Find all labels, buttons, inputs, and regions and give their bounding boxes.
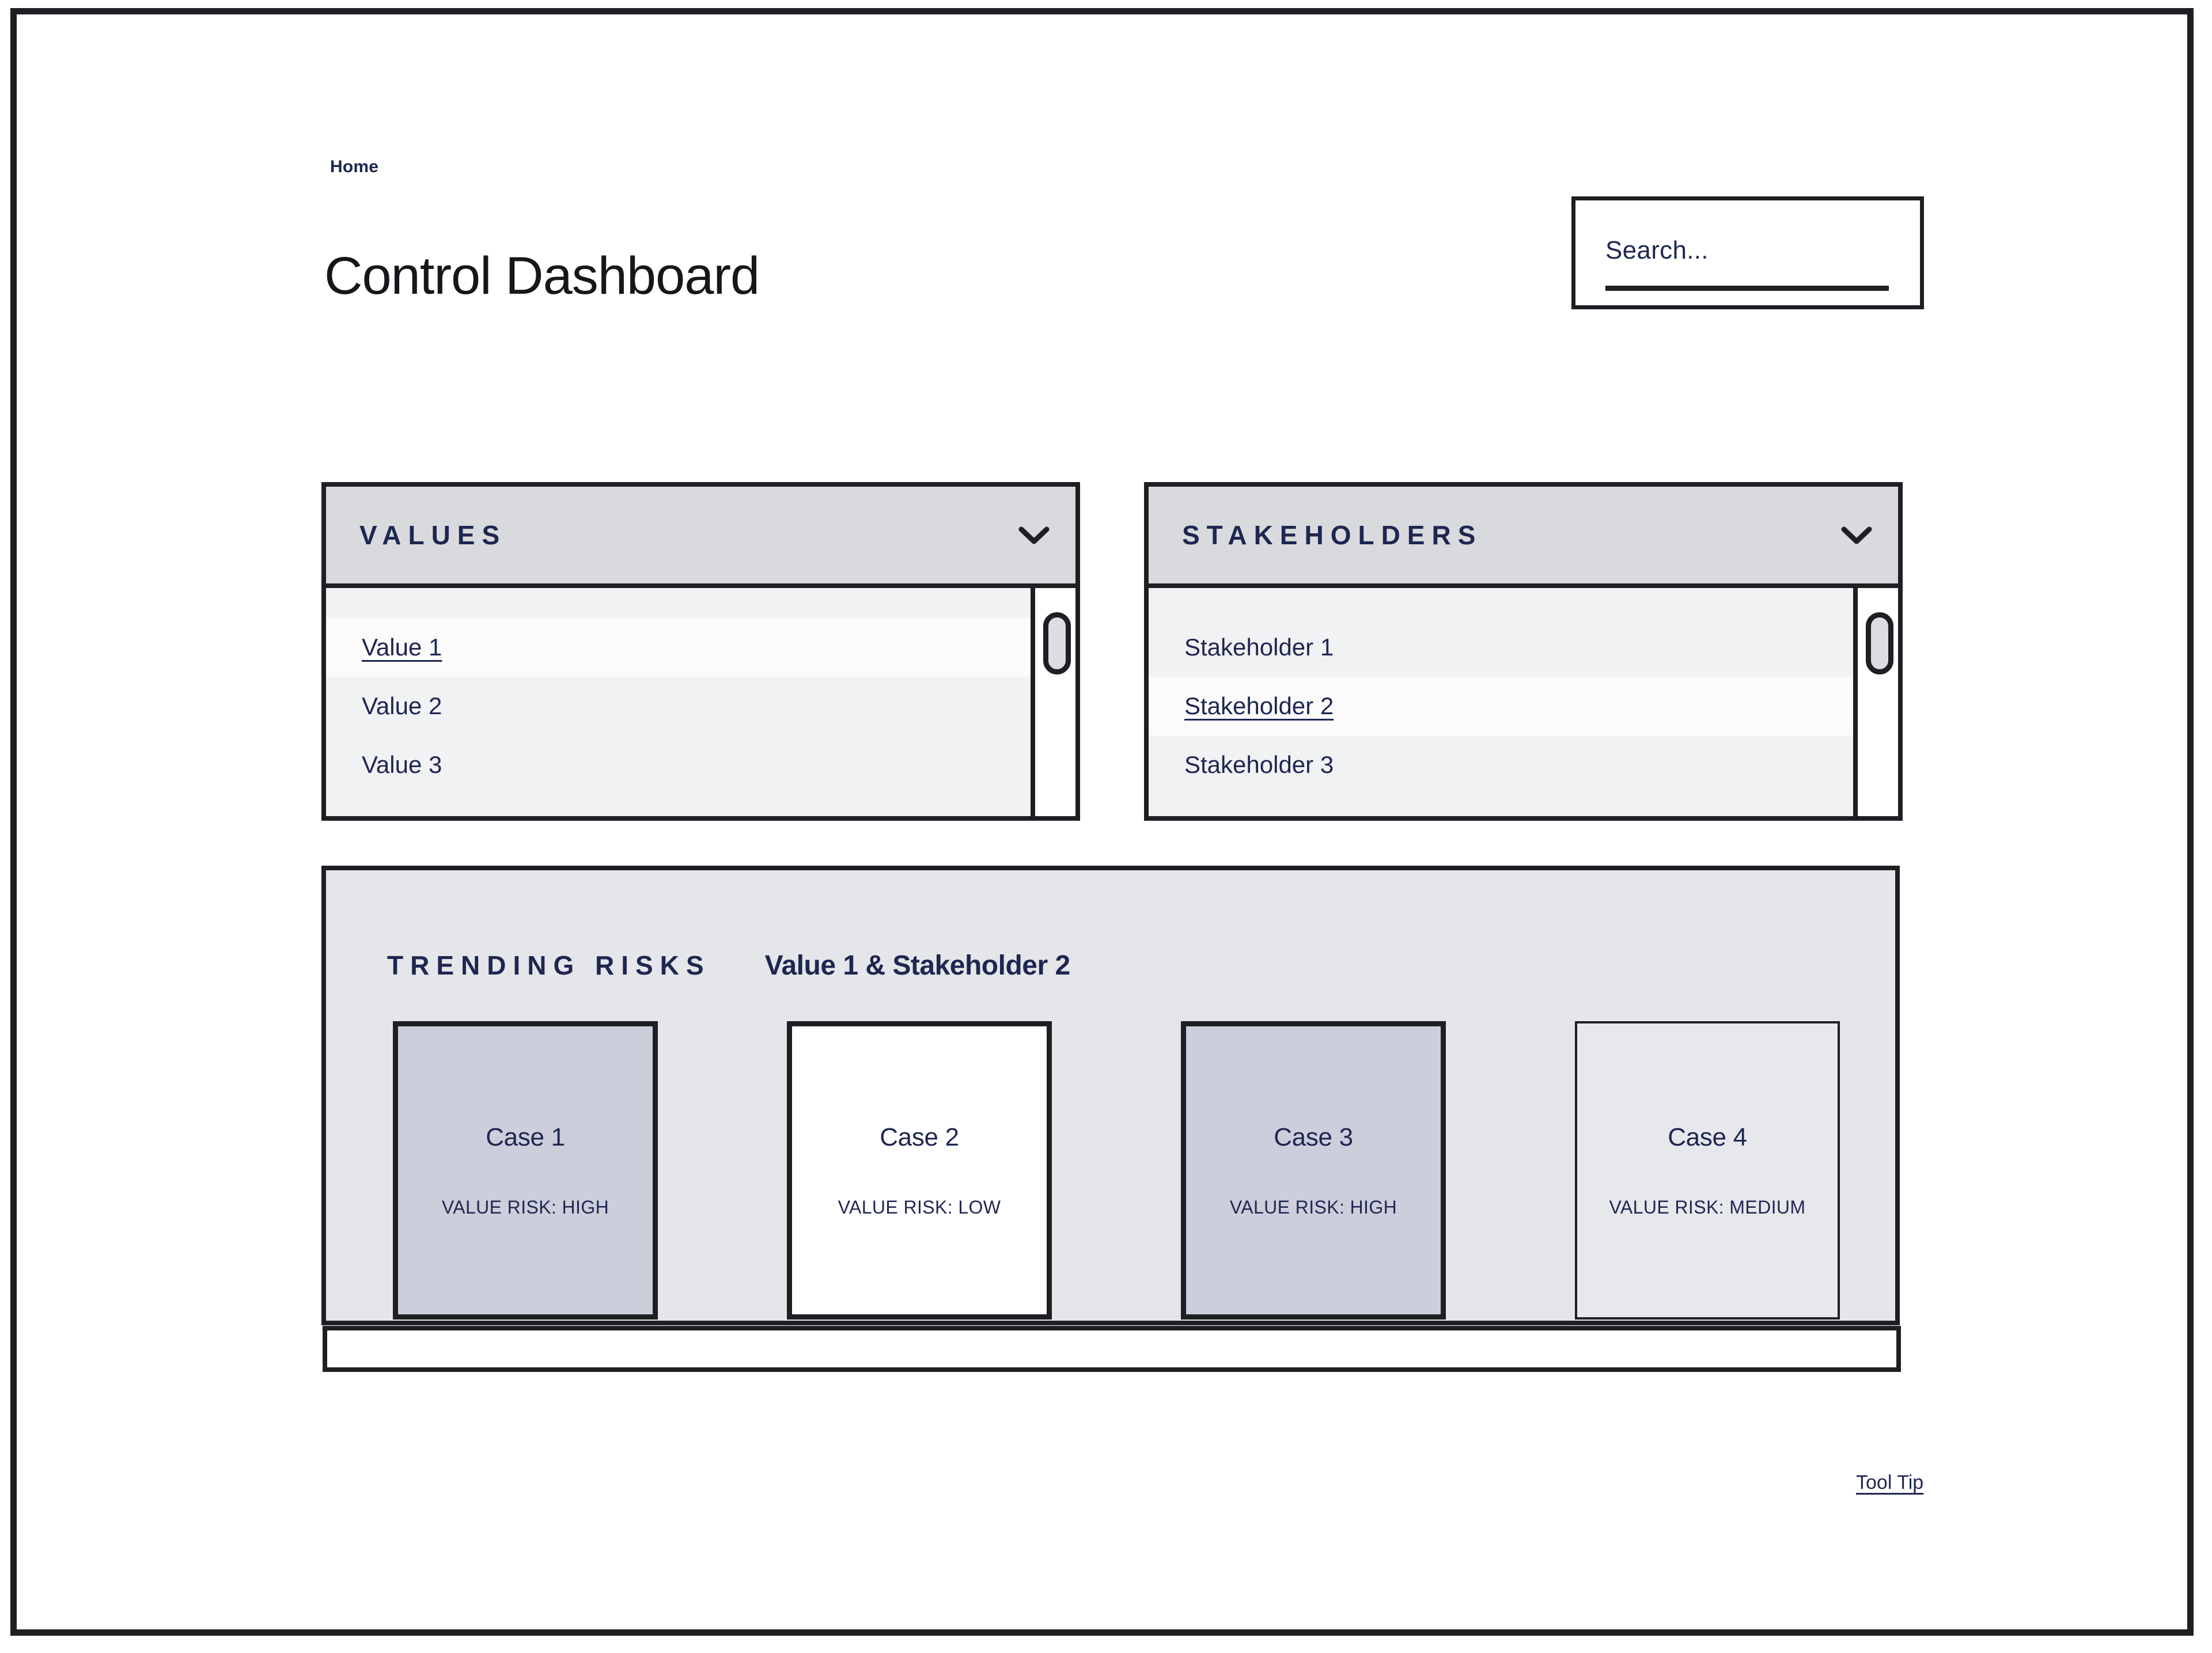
panel-stakeholders-body: Stakeholder 1 Stakeholder 2 Stakeholder … bbox=[1144, 588, 1903, 821]
case-card-risk-label: VALUE RISK: MEDIUM bbox=[1609, 1196, 1806, 1218]
list-item-label: Stakeholder 3 bbox=[1184, 751, 1334, 778]
list-item[interactable]: Stakeholder 3 bbox=[1149, 735, 1853, 794]
values-vertical-scrollbar[interactable] bbox=[1031, 588, 1075, 816]
scrollbar-thumb[interactable] bbox=[1866, 612, 1893, 674]
case-card[interactable]: Case 4 VALUE RISK: MEDIUM bbox=[1575, 1021, 1840, 1320]
list-item[interactable]: Value 3 bbox=[326, 735, 1031, 794]
trending-risks-header: TRENDING RISKS Value 1 & Stakeholder 2 bbox=[387, 950, 1070, 981]
panel-values: VALUES Value 1 Value 2 Value 3 bbox=[321, 482, 1080, 821]
chevron-down-icon[interactable] bbox=[1018, 524, 1050, 547]
panel-values-title: VALUES bbox=[359, 520, 507, 550]
case-card[interactable]: Case 1 VALUE RISK: HIGH bbox=[393, 1021, 658, 1320]
list-item-label: Value 3 bbox=[362, 751, 442, 778]
stakeholders-list: Stakeholder 1 Stakeholder 2 Stakeholder … bbox=[1149, 588, 1853, 816]
list-item[interactable]: Value 2 bbox=[326, 677, 1031, 735]
trending-risks-title: TRENDING RISKS bbox=[387, 950, 711, 980]
list-item-label: Value 2 bbox=[362, 692, 442, 719]
case-card-title: Case 2 bbox=[880, 1123, 959, 1151]
trending-risks-panel: TRENDING RISKS Value 1 & Stakeholder 2 C… bbox=[321, 866, 1900, 1325]
page-title: Control Dashboard bbox=[324, 246, 760, 305]
list-item[interactable]: Stakeholder 1 bbox=[1149, 618, 1853, 677]
search-underline bbox=[1605, 286, 1889, 291]
search-input[interactable]: Search... bbox=[1571, 196, 1924, 309]
panel-values-header[interactable]: VALUES bbox=[321, 482, 1080, 588]
case-card-title: Case 3 bbox=[1274, 1123, 1353, 1151]
case-card-risk-label: VALUE RISK: HIGH bbox=[1229, 1196, 1397, 1218]
search-placeholder-text: Search... bbox=[1605, 236, 1709, 264]
breadcrumb-home[interactable]: Home bbox=[330, 157, 379, 176]
panel-stakeholders: STAKEHOLDERS Stakeholder 1 Stakeholder 2… bbox=[1144, 482, 1903, 821]
list-item-label: Value 1 bbox=[362, 634, 442, 661]
chevron-down-icon[interactable] bbox=[1840, 524, 1873, 547]
list-item-label: Stakeholder 1 bbox=[1184, 634, 1334, 661]
case-cards-row: Case 1 VALUE RISK: HIGH Case 2 VALUE RIS… bbox=[393, 1021, 1840, 1320]
case-card[interactable]: Case 3 VALUE RISK: HIGH bbox=[1181, 1021, 1446, 1320]
list-item-label: Stakeholder 2 bbox=[1184, 692, 1334, 719]
case-card[interactable]: Case 2 VALUE RISK: LOW bbox=[787, 1021, 1052, 1320]
case-card-title: Case 4 bbox=[1668, 1123, 1747, 1151]
case-card-risk-label: VALUE RISK: LOW bbox=[838, 1196, 1001, 1218]
page-frame: Home Control Dashboard Search... VALUES … bbox=[10, 8, 2194, 1636]
stakeholders-vertical-scrollbar[interactable] bbox=[1853, 588, 1898, 816]
values-list: Value 1 Value 2 Value 3 bbox=[326, 588, 1031, 816]
case-card-title: Case 1 bbox=[486, 1123, 565, 1151]
trending-risks-horizontal-scrollbar[interactable] bbox=[323, 1326, 1901, 1372]
list-item[interactable]: Stakeholder 2 bbox=[1149, 677, 1853, 735]
panel-stakeholders-title: STAKEHOLDERS bbox=[1182, 520, 1483, 550]
case-card-risk-label: VALUE RISK: HIGH bbox=[441, 1196, 609, 1218]
trending-risks-subtitle: Value 1 & Stakeholder 2 bbox=[764, 950, 1071, 981]
panel-stakeholders-header[interactable]: STAKEHOLDERS bbox=[1144, 482, 1903, 588]
tool-tip-link[interactable]: Tool Tip bbox=[1856, 1472, 1924, 1493]
list-item[interactable]: Value 1 bbox=[326, 618, 1031, 677]
scrollbar-thumb[interactable] bbox=[1043, 612, 1071, 674]
panel-values-body: Value 1 Value 2 Value 3 bbox=[321, 588, 1080, 821]
